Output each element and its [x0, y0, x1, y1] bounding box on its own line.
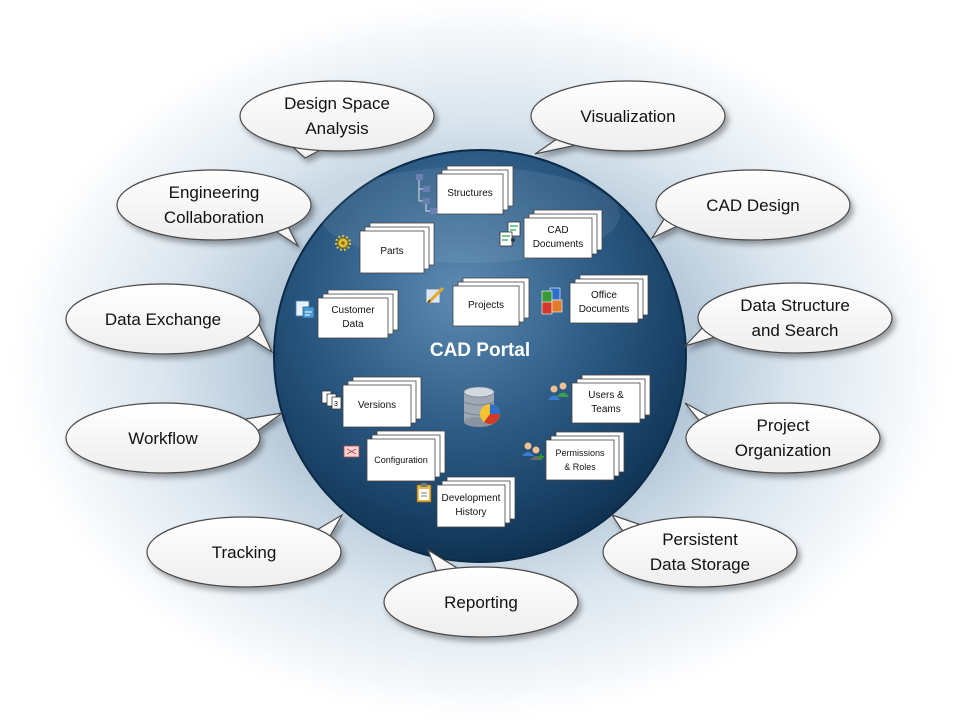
doc-label-cad-documents: CAD Documents	[532, 225, 584, 250]
bubble-workflow	[65, 402, 283, 474]
clipboard-icon	[416, 483, 432, 503]
bubble-label-visualization: Visualization	[580, 106, 676, 126]
bubble-data-exchange	[65, 283, 274, 355]
bubble-persistent-data-storage	[602, 513, 798, 588]
version-pages-icon: 3	[321, 390, 342, 410]
doc-label-configuration: Configuration	[374, 455, 428, 465]
configuration-icon	[343, 445, 360, 458]
bubble-label-data-exchange: Data Exchange	[104, 309, 222, 329]
bubble-label-engineering-collaboration: Engineering Collaboration	[163, 183, 265, 227]
bubble-cad-design	[650, 169, 851, 241]
bubble-label-project-organization: Project Organization	[734, 416, 832, 460]
permissions-icon	[522, 442, 544, 460]
doc-stack-parts	[359, 222, 435, 274]
cad-file-icon	[499, 221, 521, 247]
pencil-icon	[425, 286, 445, 305]
portal-title: CAD Portal	[429, 340, 531, 361]
doc-label-permissions-roles: Permissions & Roles	[555, 448, 605, 472]
tree-icon	[416, 174, 437, 214]
bubble-engineering-collaboration	[116, 169, 312, 248]
users-icon	[548, 382, 569, 400]
doc-label-development-history: Development History	[441, 493, 501, 518]
doc-stack-cad-documents	[523, 209, 603, 259]
bubble-visualization	[530, 80, 726, 155]
bubble-project-organization	[684, 402, 881, 474]
doc-label-users-teams: Users & Teams	[588, 390, 624, 415]
doc-label-structures: Structures	[447, 188, 493, 199]
doc-stack-structures	[436, 165, 514, 215]
doc-stack-development-history	[436, 476, 516, 528]
doc-stack-customer-data	[317, 289, 399, 339]
bubble-design-space-analysis	[239, 80, 435, 159]
bubble-label-data-structure-search: Data Structure and Search	[740, 296, 850, 340]
database-chart-icon	[463, 386, 500, 427]
bubble-label-cad-design: CAD Design	[706, 195, 800, 215]
bubble-tracking	[146, 513, 344, 588]
bubble-label-tracking: Tracking	[211, 542, 277, 562]
bubble-label-reporting: Reporting	[444, 592, 518, 612]
bubble-data-structure-search	[682, 282, 893, 354]
doc-label-parts: Parts	[380, 246, 404, 257]
bubble-label-workflow: Workflow	[128, 428, 198, 448]
svg-text:3: 3	[334, 401, 338, 408]
gear-icon	[335, 235, 351, 251]
doc-stack-office-documents	[569, 274, 649, 324]
bubble-label-persistent-data-storage: Persistent Data Storage	[649, 530, 751, 574]
customer-file-icon	[295, 300, 315, 319]
bubble-reporting	[383, 548, 579, 638]
doc-stack-users-teams	[571, 374, 651, 424]
office-files-icon	[541, 287, 563, 315]
doc-label-office-documents: Office Documents	[578, 290, 630, 315]
doc-label-projects: Projects	[467, 300, 505, 311]
doc-label-versions: Versions	[357, 400, 397, 411]
doc-stack-permissions-roles	[545, 431, 625, 481]
bubble-label-design-space-analysis: Design Space Analysis	[284, 94, 390, 138]
doc-stack-configuration	[366, 430, 446, 482]
doc-stack-versions	[342, 376, 422, 428]
doc-label-customer-data: Customer Data	[331, 305, 375, 330]
doc-stack-projects	[452, 277, 530, 327]
